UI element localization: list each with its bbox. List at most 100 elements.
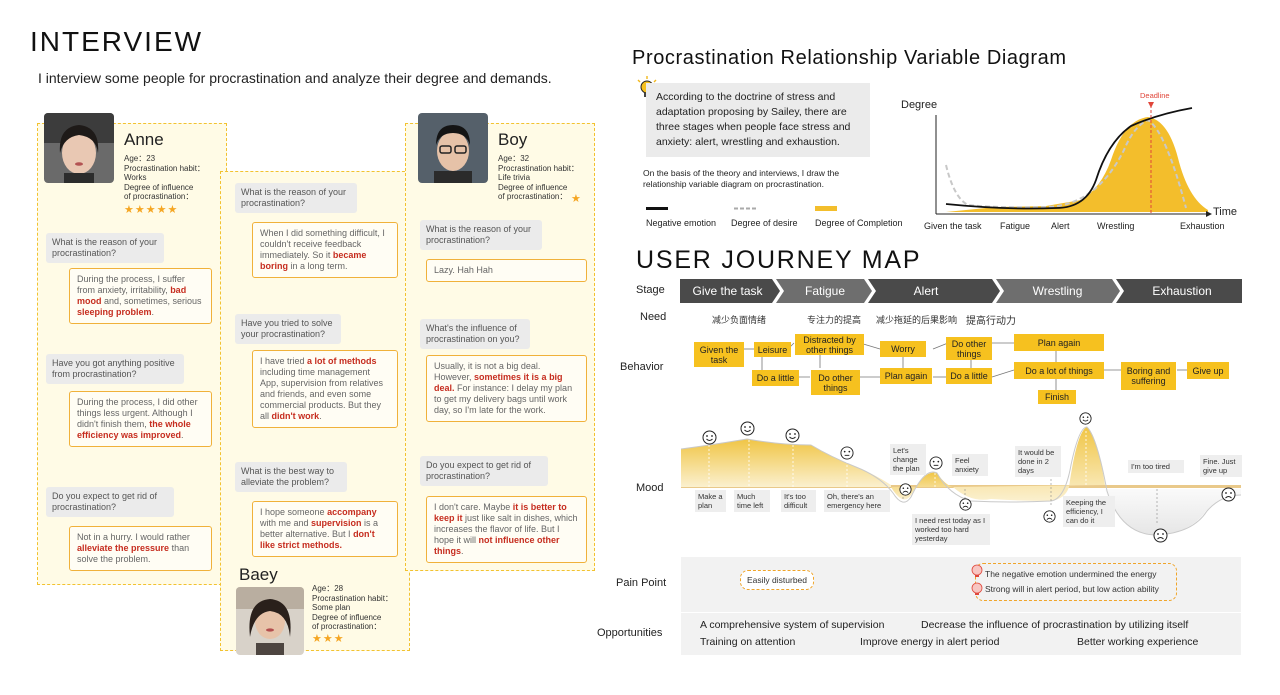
anne-rating-stars: ★★★★★ [124, 204, 179, 216]
behavior-give-up: Give up [1187, 362, 1229, 379]
chart-y-label: Degree [901, 99, 938, 111]
anne-answer-3: Not in a hurry. I would rather alleviate… [69, 526, 212, 571]
chart-x-label: Time [1213, 206, 1238, 218]
opportunity-energy-alert: Improve energy in alert period [860, 636, 1000, 648]
boy-answer-3: I don't care. Maybe it is better to keep… [426, 496, 587, 563]
relationship-chart [935, 102, 1212, 217]
diagram-note: On the basis of the theory and interview… [643, 168, 840, 189]
anne-answer-2: During the process, I did other things l… [69, 391, 212, 447]
pain-point-negative-emotion: The negative emotion undermined the ener… [985, 569, 1157, 579]
middle-answer-2: I have tried a lot of methods including … [252, 350, 398, 428]
behavior-do-a-little-2: Do a little [946, 368, 992, 384]
chart-x-tick-0: Given the task [924, 221, 982, 231]
lightbulb-icon [971, 564, 983, 577]
boy-answer-1: Lazy. Hah Hah [426, 259, 587, 282]
middle-answer-1: When I did something difficult, I couldn… [252, 222, 398, 278]
legend-completion-swatch [815, 206, 837, 211]
behavior-plan-again-1: Plan again [880, 368, 932, 384]
mood-happy-icon [702, 430, 717, 445]
mood-text-need-rest: I need rest today as I worked too hard y… [912, 514, 990, 545]
boy-question-3: Do you expect to get rid of procrastinat… [420, 456, 548, 486]
mood-sad-icon [899, 483, 912, 496]
behavior-do-other-things-1: Do other things [811, 370, 860, 395]
mood-text-emergency: Oh, there's an emergency here [824, 490, 890, 512]
boy-answer-2: Usually, it is not a big deal. However, … [426, 355, 587, 422]
legend-desire-label: Degree of desire [731, 218, 798, 228]
behavior-boring-and-suffering: Boring and suffering [1121, 362, 1176, 390]
opportunities-band [681, 613, 1241, 655]
mood-neutral-icon [840, 446, 854, 460]
pain-point-group [975, 563, 1177, 601]
row-label-opportunities: Opportunities [597, 627, 663, 639]
stage-wrestling: Wrestling [1032, 284, 1083, 298]
lightbulb-icon [971, 582, 983, 595]
legend-completion-label: Degree of Completion [815, 218, 903, 228]
need-3: 减少拖延的后果影响 [876, 315, 958, 325]
need-2: 专注力的提高 [807, 315, 862, 325]
behavior-finish: Finish [1038, 390, 1076, 404]
pain-point-low-action-ability: Strong will in alert period, but low act… [985, 584, 1159, 594]
chart-x-tick-4: Exhaustion [1180, 221, 1225, 231]
behavior-plan-again-2: Plan again [1014, 334, 1104, 351]
behavior-do-other-things-2: Do other things [946, 337, 992, 360]
interview-title: INTERVIEW [30, 26, 204, 57]
mood-text-done-in-2-days: It would be done in 2 days [1015, 446, 1061, 477]
theory-box: According to the doctrine of stress and … [646, 83, 870, 157]
mood-text-much-time-left: Much time left [734, 490, 770, 512]
row-label-need: Need [640, 311, 667, 323]
journey-title: USER JOURNEY MAP [636, 246, 922, 274]
behavior-do-a-lot-of-things: Do a lot of things [1014, 362, 1104, 379]
anne-question-3: Do you expect to get rid of procrastinat… [46, 487, 174, 517]
behavior-given-the-task: Given the task [694, 342, 744, 367]
need-4: 提高行动力 [966, 316, 1016, 327]
stage-arrow-bar [680, 279, 1242, 303]
stage-exhaustion: Exhaustion [1152, 284, 1212, 298]
mood-text-give-up: Fine. Just give up [1200, 455, 1242, 477]
mood-neutral-icon [929, 456, 943, 470]
stage-fatigue: Fatigue [804, 284, 846, 298]
boy-name: Boy [498, 130, 528, 149]
chart-x-tick-3: Wrestling [1097, 221, 1135, 231]
opportunity-working-experience: Better working experience [1077, 636, 1199, 648]
mood-text-make-a-plan: Make a plan [695, 490, 726, 512]
row-label-behavior: Behavior [620, 361, 664, 373]
behavior-worry: Worry [880, 341, 926, 357]
mood-curve [681, 426, 1241, 536]
mood-sad-icon [1153, 528, 1168, 543]
middle-answer-3: I hope someone accompany with me and sup… [252, 501, 398, 557]
row-label-mood: Mood [636, 482, 664, 494]
baey-name: Baey [239, 565, 278, 584]
mood-happy-icon [785, 428, 800, 443]
mood-happy-icon [1079, 412, 1092, 425]
mood-sad-icon [1043, 510, 1056, 523]
opportunity-utilize-procrastination: Decrease the influence of procrastinatio… [921, 619, 1189, 631]
row-label-stage: Stage [636, 284, 665, 296]
chart-x-tick-2: Alert [1051, 221, 1070, 231]
mood-text-too-tired: I'm too tired [1128, 460, 1184, 473]
middle-question-1: What is the reason of your procrastinati… [235, 183, 357, 213]
mood-text-change-the-plan: Let's change the plan [890, 444, 926, 475]
interview-subtitle: I interview some people for procrastinat… [38, 70, 552, 86]
behavior-do-a-little-1: Do a little [752, 370, 799, 386]
stage-alert: Alert [913, 284, 939, 298]
boy-avatar [418, 113, 488, 183]
chart-x-tick-1: Fatigue [1000, 221, 1031, 231]
anne-avatar [44, 113, 114, 183]
diagram-title: Procrastination Relationship Variable Di… [632, 47, 1067, 69]
behavior-leisure: Leisure [754, 342, 791, 357]
anne-question-2: Have you got anything positive from proc… [46, 354, 184, 384]
opportunity-supervision: A comprehensive system of supervision [700, 619, 885, 631]
baey-avatar [236, 587, 304, 655]
mood-sad-icon [1221, 487, 1236, 502]
behavior-distracted: Distracted by other things [795, 334, 864, 355]
mood-text-feel-anxiety: Feel anxiety [952, 454, 988, 476]
legend-negative-label: Negative emotion [646, 218, 717, 228]
opportunity-attention-training: Training on attention [700, 636, 796, 648]
boy-rating-stars: ★ [571, 193, 582, 205]
middle-question-3: What is the best way to alleviate the pr… [235, 462, 347, 492]
pain-point-easily-disturbed: Easily disturbed [740, 570, 815, 590]
stage-give-the-task: Give the task [692, 284, 763, 298]
